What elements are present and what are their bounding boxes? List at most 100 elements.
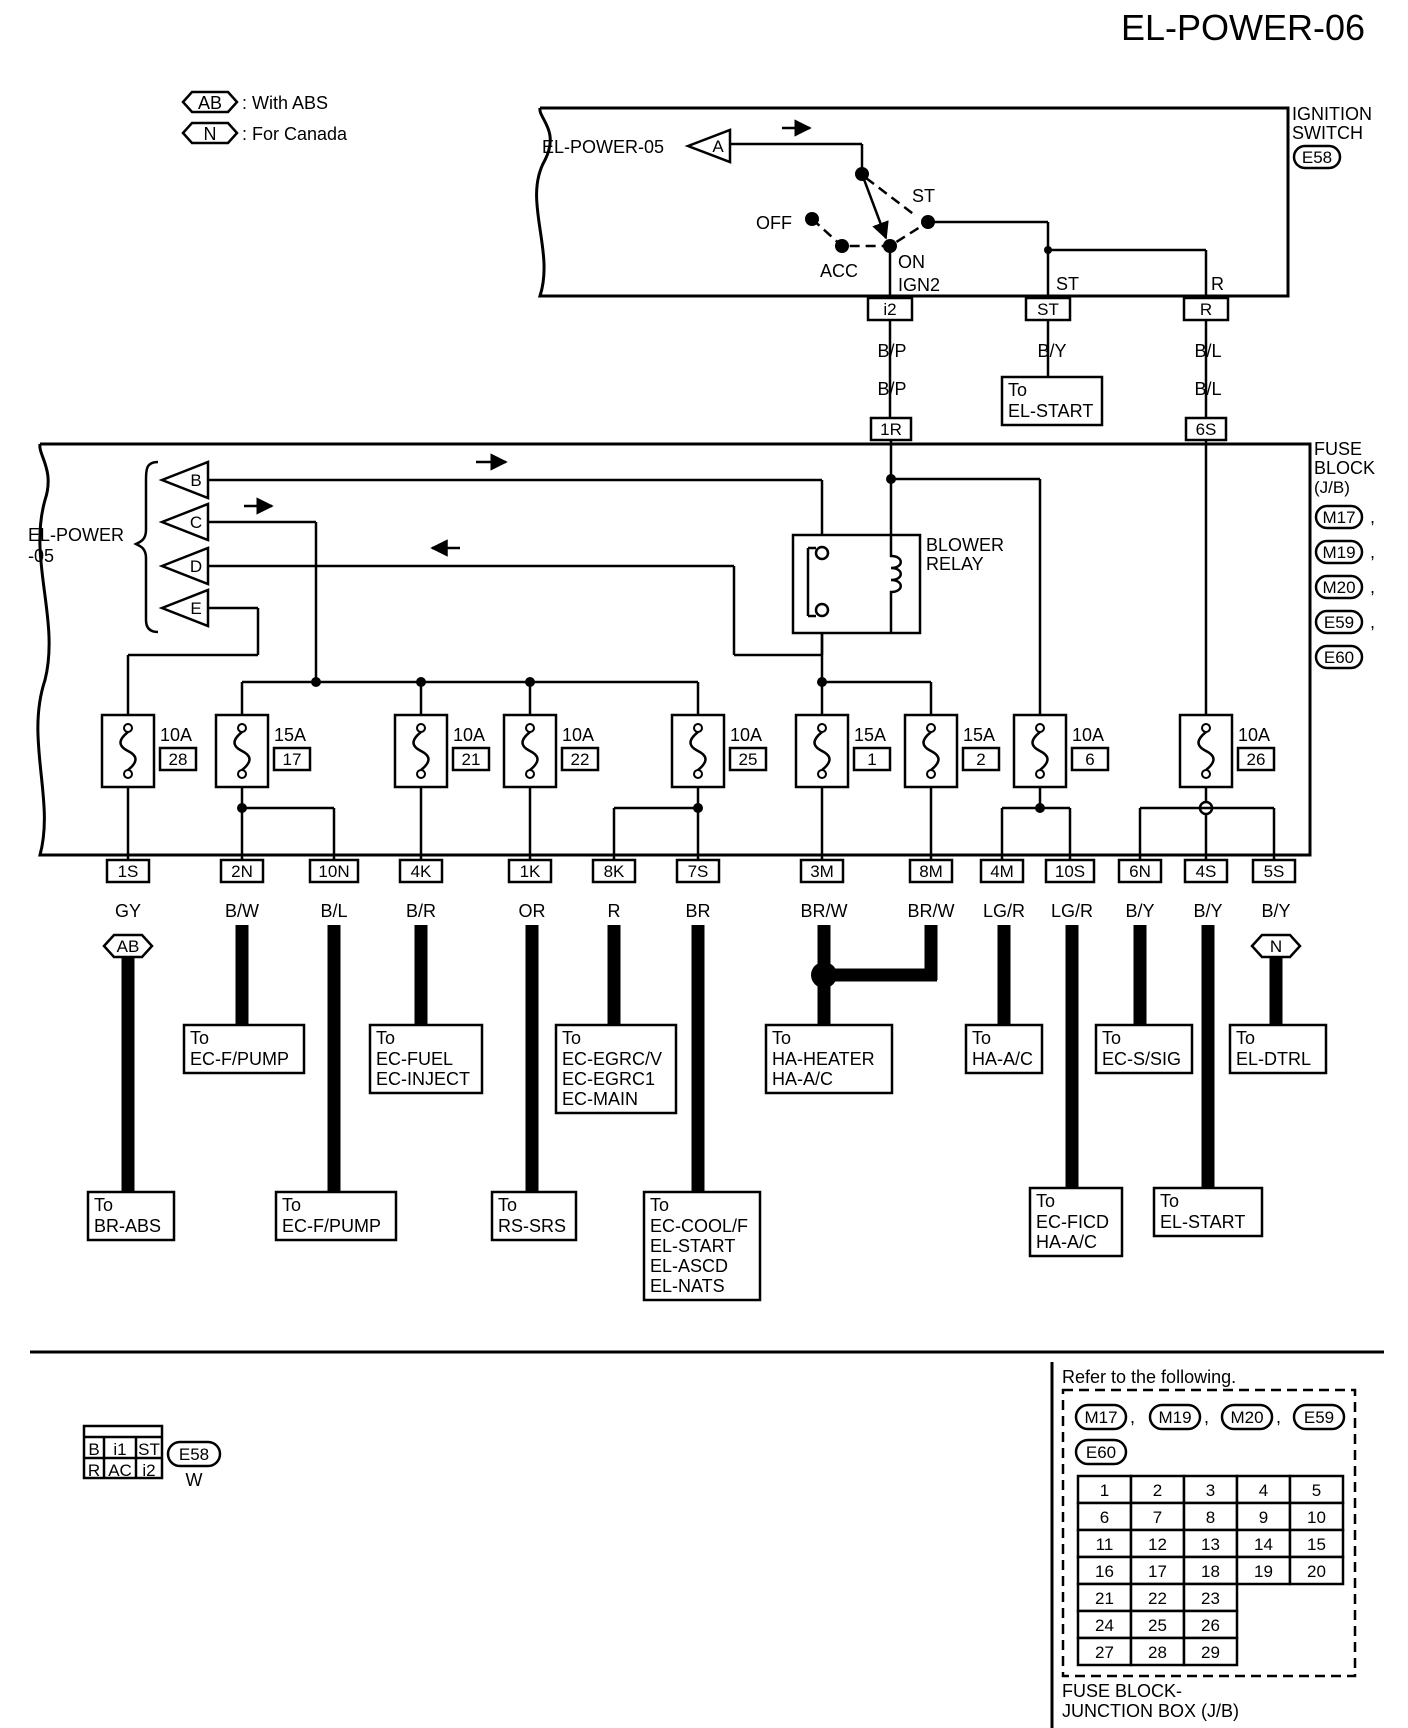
dest-el-start: To EL-START xyxy=(1152,1186,1264,1238)
fuse-grid-cell xyxy=(1129,1582,1186,1613)
pin-1k: 1K OR xyxy=(507,858,553,921)
svg-text:EC-EGRC/V: EC-EGRC/V xyxy=(562,1049,662,1069)
jb-pin-6s-label: 6S xyxy=(1196,420,1217,439)
reference-dashed-frame xyxy=(1061,1388,1357,1678)
wire-color-by-4s: B/Y xyxy=(1193,901,1222,921)
wire-color-br: B/R xyxy=(406,901,436,921)
destinations: To EC-F/PUMP To EC-FUEL EC-INJECT To EC-… xyxy=(86,1023,1328,1302)
page-title: EL-POWER-06 xyxy=(1121,7,1365,48)
legend-ab-text: : With ABS xyxy=(242,93,328,113)
svg-text:4S: 4S xyxy=(1196,862,1217,881)
connector-tag-c-label: C xyxy=(190,513,202,532)
fuse-block-frame xyxy=(36,442,1312,857)
fuse-grid-cell xyxy=(1288,1555,1345,1586)
position-on: ON xyxy=(898,252,925,272)
pin-8m: 8M BR/W xyxy=(908,858,955,921)
wire-color-brw-3m: BR/W xyxy=(801,901,848,921)
fuse-28-rating: 10A xyxy=(160,725,192,745)
fuse-grid-label: 19 xyxy=(1254,1562,1273,1581)
svg-text:HA-A/C: HA-A/C xyxy=(1036,1232,1097,1252)
fuse-grid-label: 15 xyxy=(1307,1535,1326,1554)
fuse-22-number: 22 xyxy=(571,750,590,769)
ignition-switch-frame xyxy=(535,106,1290,298)
svg-text:To: To xyxy=(1160,1191,1179,1211)
fuse-25: 10A 25 xyxy=(670,713,768,789)
fuse-grid-label: 29 xyxy=(1201,1643,1220,1662)
connector-e60-badge xyxy=(1314,644,1364,670)
svg-text:EL-NATS: EL-NATS xyxy=(650,1276,725,1296)
position-off: OFF xyxy=(756,213,792,233)
svg-text:,: , xyxy=(1370,612,1375,632)
fuse-grid-label: 11 xyxy=(1096,1535,1114,1554)
fuse-grid-label: 26 xyxy=(1201,1616,1220,1635)
pin-10s: 10S LG/R xyxy=(1044,858,1096,921)
svg-text:E58: E58 xyxy=(179,1445,209,1464)
fuse-1: 15A 1 xyxy=(794,713,892,789)
fuse-grid-cell xyxy=(1129,1636,1186,1667)
terminal-label-r: R xyxy=(1211,274,1224,294)
wire-color-bw: B/W xyxy=(225,901,259,921)
dest-ec-ssig: To EC-S/SIG xyxy=(1094,1023,1194,1075)
svg-text:,: , xyxy=(1370,577,1375,597)
fuse-grid-cell xyxy=(1235,1528,1292,1559)
svg-text:EC-MAIN: EC-MAIN xyxy=(562,1089,638,1109)
fuse-1-number: 1 xyxy=(867,750,876,769)
pin-10n: 10N B/L xyxy=(308,858,360,921)
svg-text:10S: 10S xyxy=(1055,862,1085,881)
reference-connector-m17: M17 xyxy=(1084,1408,1117,1427)
wire-color-bl: B/L xyxy=(320,901,347,921)
svg-text:RS-SRS: RS-SRS xyxy=(498,1216,566,1236)
fuse-grid-label: 14 xyxy=(1254,1535,1273,1554)
dest-br-abs: To BR-ABS xyxy=(86,1190,176,1242)
svg-text:HA-A/C: HA-A/C xyxy=(772,1069,833,1089)
dest-ec-fpump-lower: To EC-F/PUMP xyxy=(274,1190,398,1242)
svg-text:To: To xyxy=(498,1195,517,1215)
dest-ec-fuel: To EC-FUEL EC-INJECT xyxy=(368,1023,484,1095)
pin-4k: 4K B/R xyxy=(398,858,444,921)
fuse-28-number: 28 xyxy=(169,750,188,769)
fuse-grid-label: 18 xyxy=(1201,1562,1220,1581)
pin-8k: 8K R xyxy=(591,858,637,921)
wire-color-by-top: B/Y xyxy=(1037,341,1066,361)
wire-color-br-7s: BR xyxy=(685,901,710,921)
fuse-6: 10A 6 xyxy=(1012,713,1110,789)
fuse-2: 15A 2 xyxy=(903,713,1001,789)
fuse-28: 10A 28 xyxy=(100,713,198,789)
svg-text:To: To xyxy=(772,1028,791,1048)
fuse-26: 10A 26 xyxy=(1178,713,1276,789)
wire-color-lgr-4m: LG/R xyxy=(983,901,1025,921)
svg-text:10N: 10N xyxy=(318,862,349,881)
option-n-tag-label: N xyxy=(1270,937,1282,956)
fuse-2-number: 2 xyxy=(976,750,985,769)
connector-e59-badge xyxy=(1314,609,1364,635)
fuse-grid-label: 3 xyxy=(1206,1481,1215,1500)
pin-2n: 2N B/W xyxy=(219,858,265,921)
wire-color-bl-upper: B/L xyxy=(1194,341,1221,361)
reference-connector-m20: M20 xyxy=(1230,1408,1263,1427)
svg-text:EC-FICD: EC-FICD xyxy=(1036,1212,1109,1232)
ignition-switch-name: IGNITION xyxy=(1292,104,1372,124)
svg-text:7S: 7S xyxy=(688,862,709,881)
terminal-r-label: R xyxy=(1200,300,1212,319)
fuse-grid-label: 4 xyxy=(1259,1481,1268,1500)
svg-text:3M: 3M xyxy=(810,862,834,881)
incoming-ref-label: EL-POWER-05 xyxy=(542,137,664,157)
option-ab-tag xyxy=(102,933,154,959)
dest-ec-coolf: To EC-COOL/F EL-START EL-ASCD EL-NATS xyxy=(642,1190,762,1302)
reference-connector-e60: E60 xyxy=(1086,1443,1116,1462)
connector-e59-label: E59 xyxy=(1324,613,1354,632)
svg-text:1S: 1S xyxy=(118,862,139,881)
fuse-17-number: 17 xyxy=(283,750,302,769)
wire-color-r: R xyxy=(608,901,621,921)
svg-text:EC-EGRC1: EC-EGRC1 xyxy=(562,1069,655,1089)
fuse-grid-label: 24 xyxy=(1095,1616,1114,1635)
svg-text:EC-F/PUMP: EC-F/PUMP xyxy=(190,1049,289,1069)
reference-connector-m19: M19 xyxy=(1158,1408,1191,1427)
connector-m19-badge xyxy=(1314,539,1364,565)
connector-m17-label: M17 xyxy=(1322,508,1355,527)
connector-m20-label: M20 xyxy=(1322,578,1355,597)
connector-e58-label: E58 xyxy=(1302,148,1332,167)
fuse-grid-label: 9 xyxy=(1259,1508,1268,1527)
fuse-grid-label: 6 xyxy=(1100,1508,1109,1527)
legend-n-symbol-label: N xyxy=(204,124,217,144)
